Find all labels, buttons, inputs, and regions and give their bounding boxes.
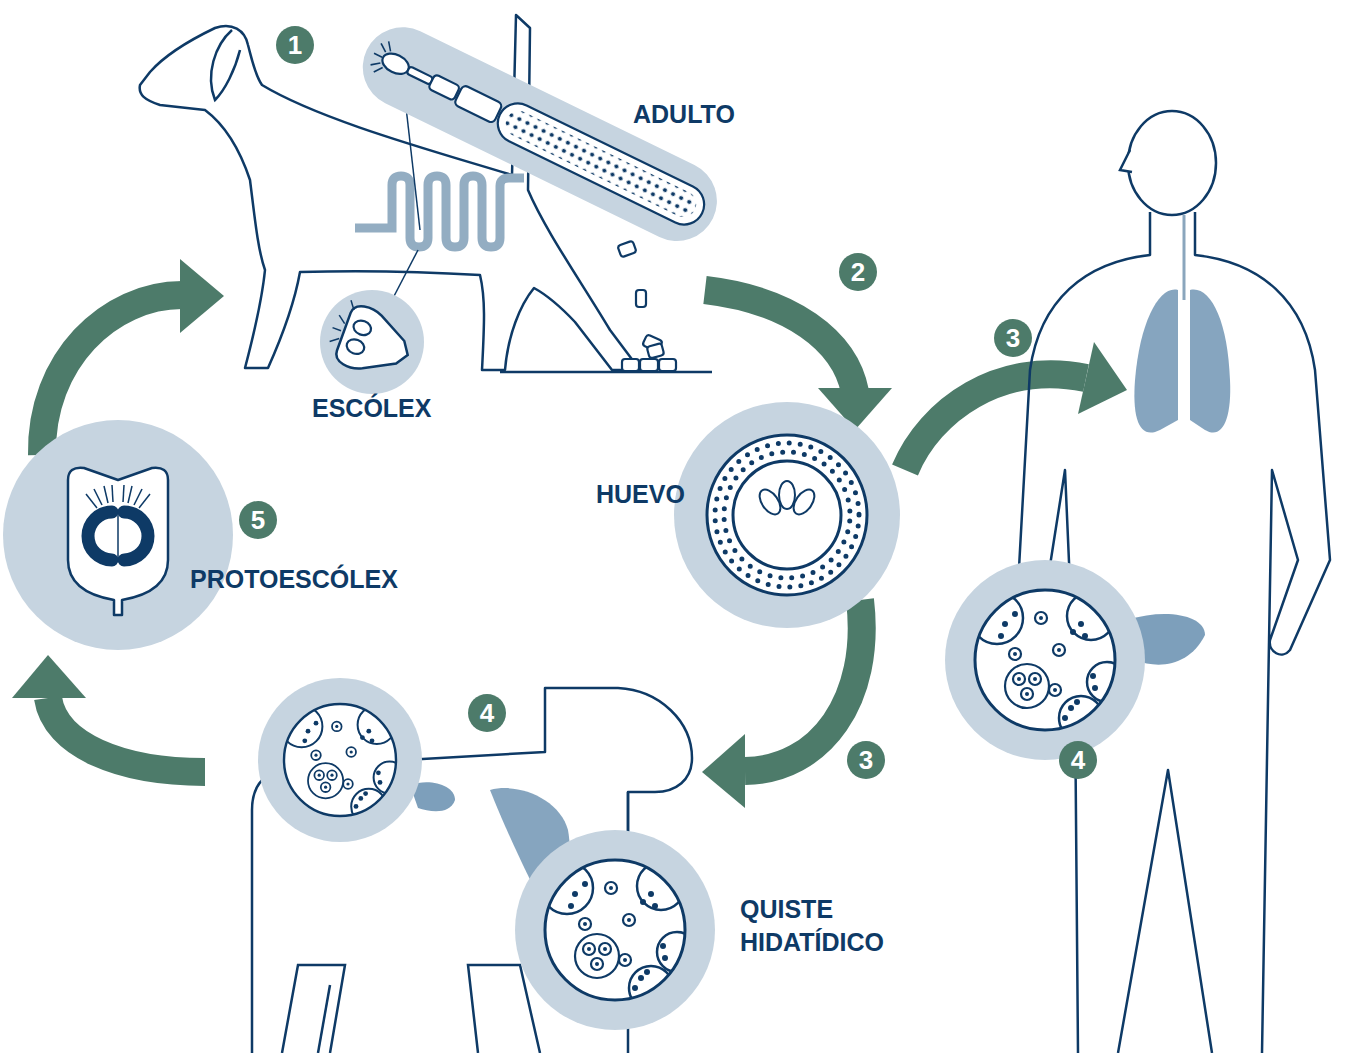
- scolex-figure: [320, 290, 424, 394]
- human-host: [945, 111, 1330, 1053]
- callout-number: 5: [239, 501, 277, 539]
- callout-number: 3: [994, 319, 1032, 357]
- callout-number: 4: [1059, 741, 1097, 779]
- callout-number: 4: [468, 694, 506, 732]
- callout-number: 2: [839, 253, 877, 291]
- part-label: HUEVO: [596, 478, 685, 511]
- protoscolex-figure: [3, 420, 233, 650]
- part-label: ADULTO: [633, 98, 735, 131]
- sheep-host: [252, 678, 715, 1053]
- callout-number: 1: [276, 26, 314, 64]
- adult-tapeworm: [349, 14, 730, 255]
- part-label: PROTOESCÓLEX: [190, 563, 398, 596]
- part-label: ESCÓLEX: [312, 392, 431, 425]
- part-label: QUISTE HIDATÍDICO: [740, 893, 945, 958]
- egg-figure: [674, 402, 900, 628]
- callout-number: 3: [847, 741, 885, 779]
